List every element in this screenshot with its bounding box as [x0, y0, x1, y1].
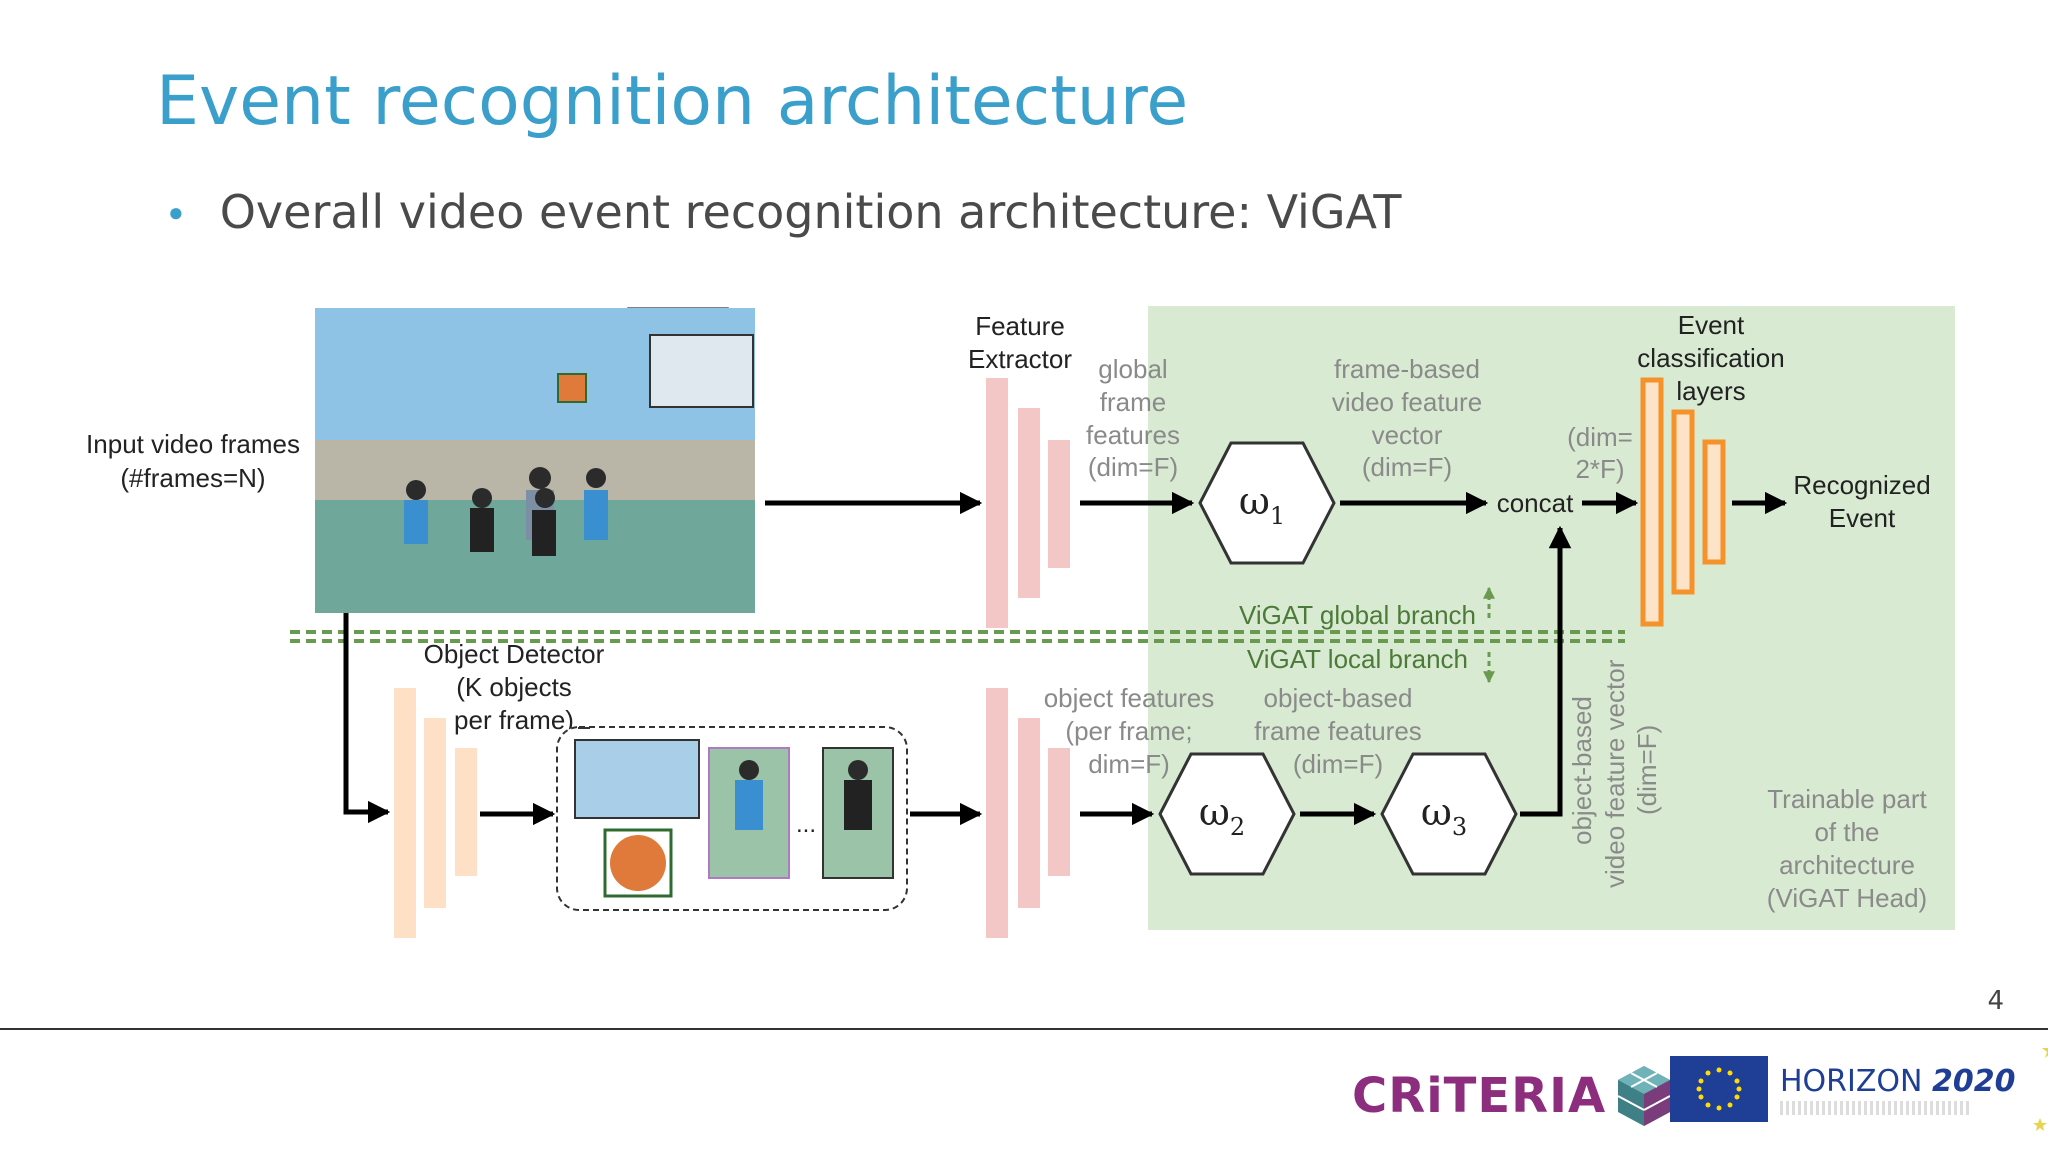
- global-features-line: (dim=F): [1088, 452, 1178, 482]
- criteria-logo-text: CRiTERIA: [1352, 1068, 1607, 1124]
- feature-extractor-top: [986, 378, 1070, 628]
- local-branch-label: ViGAT local branch: [1247, 644, 1468, 674]
- omega2-hexagon: [1158, 752, 1296, 876]
- object-video-line: (dim=F): [1632, 725, 1662, 815]
- trainable-line: Trainable part: [1767, 784, 1927, 814]
- omega1-hexagon: [1198, 441, 1336, 565]
- object-frame-line: frame features: [1254, 716, 1422, 746]
- input-video-frames-image: [315, 307, 755, 613]
- global-features-line: global: [1098, 354, 1167, 384]
- feature-extractor-label-line: Feature: [975, 311, 1065, 341]
- dim-2f-label: (dim= 2*F): [1567, 422, 1633, 484]
- event-class-line: layers: [1676, 376, 1745, 406]
- recognized-event-label: Recognized Event: [1793, 470, 1930, 533]
- omega3-label: ω3: [1421, 790, 1467, 841]
- input-frames-label-line: Input video frames: [86, 429, 300, 459]
- input-frames-label: Input video frames (#frames=N): [86, 429, 300, 493]
- concat-label: concat: [1497, 488, 1574, 518]
- event-class-line: Event: [1678, 310, 1745, 340]
- object-features-line: object features: [1044, 683, 1215, 713]
- bullet-text: Overall video event recognition architec…: [219, 185, 1402, 239]
- frame-based-vector-label: frame-based video feature vector (dim=F): [1332, 354, 1482, 482]
- horizon-2020-logo: HORIZON 2020: [1670, 1044, 2048, 1134]
- object-detector-label: Object Detector (K objects per frame): [424, 639, 605, 735]
- object-detector: [394, 688, 477, 938]
- object-frame-line: (dim=F): [1293, 749, 1383, 779]
- bullet-item: ● Overall video event recognition archit…: [168, 182, 1401, 242]
- recognized-event-line: Recognized: [1793, 470, 1930, 500]
- footer-divider: [0, 1028, 2048, 1030]
- criteria-cube-icon: [1617, 1066, 1671, 1126]
- global-branch-label: ViGAT global branch: [1239, 600, 1476, 630]
- object-detector-line: Object Detector: [424, 639, 605, 669]
- object-features-label: object features (per frame; dim=F): [1044, 683, 1215, 779]
- omega2-label: ω2: [1199, 790, 1245, 841]
- criteria-logo: CRiTERIA: [1352, 1064, 1674, 1128]
- objects-ellipsis: ...: [796, 811, 816, 838]
- object-video-line: object-based: [1567, 696, 1597, 845]
- object-detector-line: per frame): [454, 705, 574, 735]
- object-video-vector-label: object-based: [1567, 696, 1597, 845]
- page-number: 4: [1987, 986, 2004, 1016]
- object-frame-features-label: object-based frame features (dim=F): [1254, 683, 1422, 779]
- frame-vector-line: frame-based: [1334, 354, 1480, 384]
- trainable-line: of the: [1814, 817, 1879, 847]
- event-classification-layers: [1640, 377, 1726, 627]
- omega3-hexagon: [1380, 752, 1518, 876]
- horizon-logo-subtext: [1780, 1100, 1970, 1115]
- object-video-line: video feature vector: [1600, 659, 1630, 888]
- dim-2f-line: (dim=: [1567, 422, 1633, 452]
- global-features-line: features: [1086, 420, 1180, 450]
- horizon-logo-text: HORIZON 2020: [1780, 1063, 2016, 1099]
- input-frames-label-line: (#frames=N): [120, 463, 265, 493]
- frame-vector-line: (dim=F): [1362, 452, 1452, 482]
- trainable-part-label: Trainable part of the architecture (ViGA…: [1767, 784, 1928, 913]
- arrow-omega3-to-concat: [1520, 525, 1572, 817]
- branch-divider: [290, 630, 1625, 643]
- global-frame-features-label: global frame features (dim=F): [1086, 354, 1180, 482]
- object-video-vector-label-2: video feature vector: [1600, 659, 1630, 888]
- trainable-line: (ViGAT Head): [1767, 883, 1927, 913]
- horizon-stars-icon: [2032, 1046, 2048, 1131]
- bullet-dot-icon: ●: [168, 196, 184, 227]
- feature-extractor-bottom: [986, 688, 1070, 938]
- slide-title: Event recognition architecture: [156, 62, 1189, 141]
- object-video-vector-label-3: (dim=F): [1632, 725, 1662, 815]
- eu-flag-icon: [1670, 1056, 1768, 1122]
- arrow-frames-to-detector: [343, 613, 391, 824]
- detected-objects: ...: [556, 726, 908, 911]
- dim-2f-line: 2*F): [1575, 454, 1624, 484]
- event-class-line: classification: [1637, 343, 1784, 373]
- object-features-line: dim=F): [1088, 749, 1170, 779]
- omega1-label: ω1: [1239, 479, 1285, 530]
- object-features-line: (per frame;: [1065, 716, 1192, 746]
- object-detector-line: (K objects: [456, 672, 572, 702]
- frame-vector-line: vector: [1372, 420, 1443, 450]
- recognized-event-line: Event: [1829, 503, 1896, 533]
- frame-vector-line: video feature: [1332, 387, 1482, 417]
- global-features-line: frame: [1100, 387, 1166, 417]
- feature-extractor-label: Feature Extractor: [968, 311, 1072, 374]
- event-classification-label: Event classification layers: [1637, 310, 1784, 406]
- trainable-line: architecture: [1779, 850, 1915, 880]
- object-frame-line: object-based: [1264, 683, 1413, 713]
- feature-extractor-label-line: Extractor: [968, 344, 1072, 374]
